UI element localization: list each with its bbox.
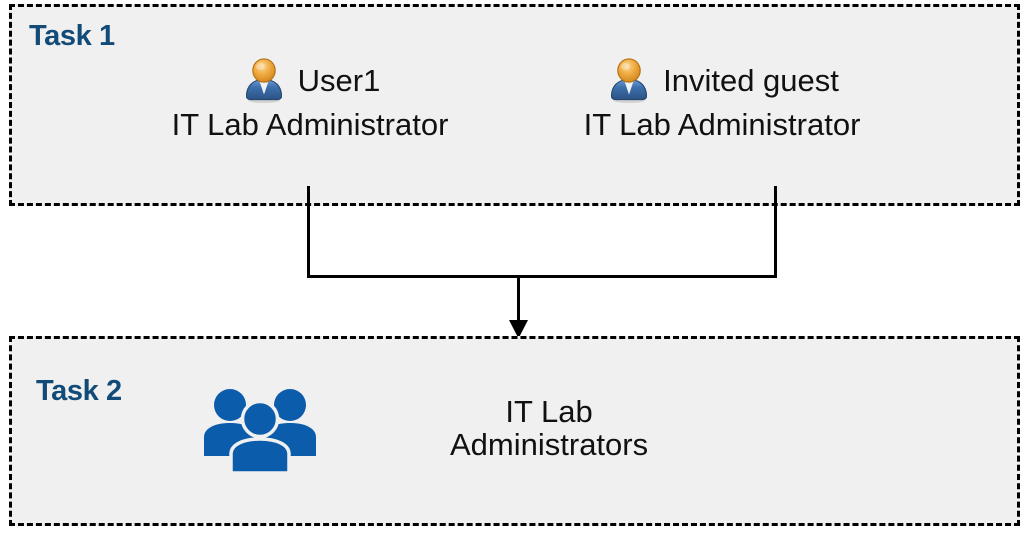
group-entry: IT Lab Administrators (200, 383, 800, 475)
person-name-user1: User1 (297, 62, 381, 98)
person-role-user1: IT Lab Administrator (171, 107, 449, 142)
user-icon (611, 58, 648, 103)
task-1-label: Task 1 (29, 20, 115, 52)
person-header-user1: User1 (125, 54, 495, 106)
group-name-label: IT Lab Administrators (450, 394, 649, 462)
person-name-invited-guest: Invited guest (663, 62, 839, 98)
task-2-label: Task 2 (36, 375, 122, 407)
person-role-invited-guest: IT Lab Administrator (583, 107, 861, 142)
user-icon (245, 58, 282, 103)
group-icon (204, 389, 316, 475)
task-1-container (9, 4, 1020, 206)
person-header-invited-guest: Invited guest (537, 54, 907, 106)
task-2-container (9, 336, 1020, 526)
person-entry-invited-guest: Invited guest IT Lab Administrator (537, 54, 907, 141)
person-entry-user1: User1 IT Lab Administrator (125, 54, 495, 141)
